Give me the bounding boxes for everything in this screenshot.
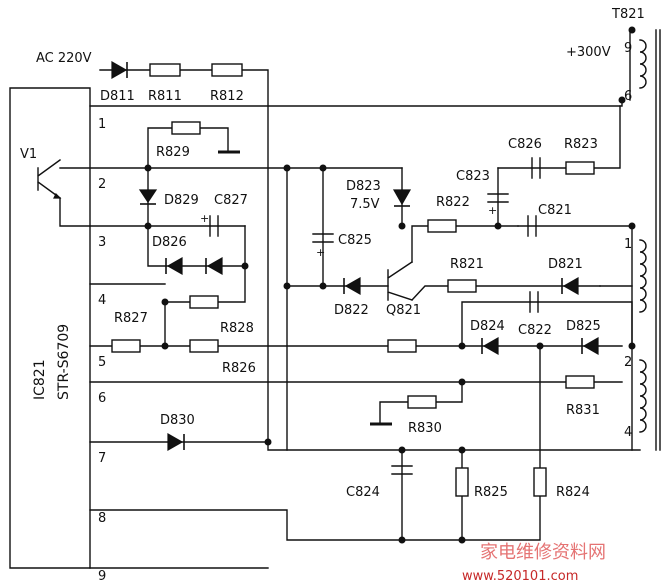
label-d821: D821 (548, 257, 583, 272)
c824-capacitor (391, 465, 413, 475)
transformer-pin-2: 2 (624, 355, 632, 370)
label-d825: D825 (566, 319, 601, 334)
d826-diodes (165, 256, 223, 276)
label-r829: R829 (156, 145, 190, 160)
c825-capacitor (312, 233, 334, 243)
label-c826: C826 (508, 137, 542, 152)
label-r825: R825 (474, 485, 508, 500)
ic-pin-6: 6 (98, 391, 106, 406)
d823-diode (392, 189, 412, 207)
ic-pin-2: 2 (98, 177, 106, 192)
label-r826: R826 (222, 361, 256, 376)
r812-resistor (211, 63, 243, 77)
ic-pin-1: 1 (98, 117, 106, 132)
label-d823: D823 (346, 179, 381, 194)
label-d811: D811 (100, 89, 135, 104)
label-r831: R831 (566, 403, 600, 418)
labels: AC 220V D811 R811 R812 V1 1 2 3 4 5 6 7 … (20, 7, 645, 584)
d830-diode (167, 432, 185, 452)
transformer-pin-6: 6 (624, 89, 632, 104)
label-r830: R830 (408, 421, 442, 436)
watermark-title: 家电维修资料网 (480, 542, 606, 563)
d824-diode (481, 336, 499, 356)
pin5-resistor (387, 339, 417, 353)
r831-resistor (565, 375, 595, 389)
ic-ref-label: IC821 (32, 359, 48, 400)
r825-resistor (455, 467, 469, 497)
input-label: AC 220V (36, 51, 92, 66)
label-c822: C822 (518, 323, 552, 338)
label-c824: C824 (346, 485, 380, 500)
transformer-pin-4: 4 (624, 425, 632, 440)
ic-pin-9: 9 (98, 569, 106, 584)
label-d826: D826 (152, 235, 187, 250)
ic-pin-3: 3 (98, 235, 106, 250)
c823-plus: + (488, 204, 497, 217)
ic-v1-transistor (37, 159, 91, 227)
c825-plus: + (316, 246, 325, 259)
ic-pin-7: 7 (98, 451, 106, 466)
c821-capacitor (527, 215, 537, 237)
d821-diode (561, 276, 579, 296)
label-r812: R812 (210, 89, 244, 104)
r824-resistor (533, 467, 547, 497)
label-d830: D830 (160, 413, 195, 428)
label-c821: C821 (538, 203, 572, 218)
label-r822: R822 (436, 195, 470, 210)
ic-part-label: STR-S6709 (56, 324, 72, 400)
r829-resistor (171, 121, 201, 135)
label-r811: R811 (148, 89, 182, 104)
label-q821: Q821 (386, 303, 421, 318)
c827-plus: + (200, 212, 209, 225)
transformer-pin-1: 1 (624, 237, 632, 252)
watermark-url: www.520101.com (462, 569, 578, 584)
r827-resistor (111, 339, 141, 353)
c823-capacitor (487, 193, 509, 203)
ic-pin-4: 4 (98, 293, 106, 308)
label-d823-value: 7.5V (350, 197, 380, 212)
label-d822: D822 (334, 303, 369, 318)
c827-capacitor (209, 215, 219, 237)
q821-transistor (387, 261, 413, 301)
ic-pin-8: 8 (98, 511, 106, 526)
r823-resistor (565, 161, 595, 175)
d825-diode (581, 336, 599, 356)
transformer-pin-9: 9 (624, 41, 632, 56)
label-r824: R824 (556, 485, 590, 500)
label-c825: C825 (338, 233, 372, 248)
r826-resistor (189, 339, 219, 353)
label-c823: C823 (456, 169, 490, 184)
c826-capacitor (531, 157, 541, 179)
label-d829: D829 (164, 193, 199, 208)
label-r821: R821 (450, 257, 484, 272)
label-r823: R823 (564, 137, 598, 152)
r830-resistor (407, 395, 437, 409)
transformer-voltage: +300V (566, 45, 611, 60)
r811-resistor (149, 63, 181, 77)
d829-diode (138, 189, 158, 205)
r821-resistor (447, 279, 477, 293)
c822-capacitor (529, 291, 539, 313)
label-d824: D824 (470, 319, 505, 334)
label-r828: R828 (220, 321, 254, 336)
label-r827: R827 (114, 311, 148, 326)
d811-diode (111, 60, 128, 80)
ic-transistor-label: V1 (20, 147, 37, 162)
d822-diode (343, 276, 361, 296)
r822-resistor (427, 219, 457, 233)
transformer-ref: T821 (611, 7, 645, 22)
r828-resistor (189, 295, 219, 309)
label-c827: C827 (214, 193, 248, 208)
junction-dots (144, 26, 636, 544)
ic-pin-5: 5 (98, 355, 106, 370)
transformer-t821 (629, 29, 661, 451)
